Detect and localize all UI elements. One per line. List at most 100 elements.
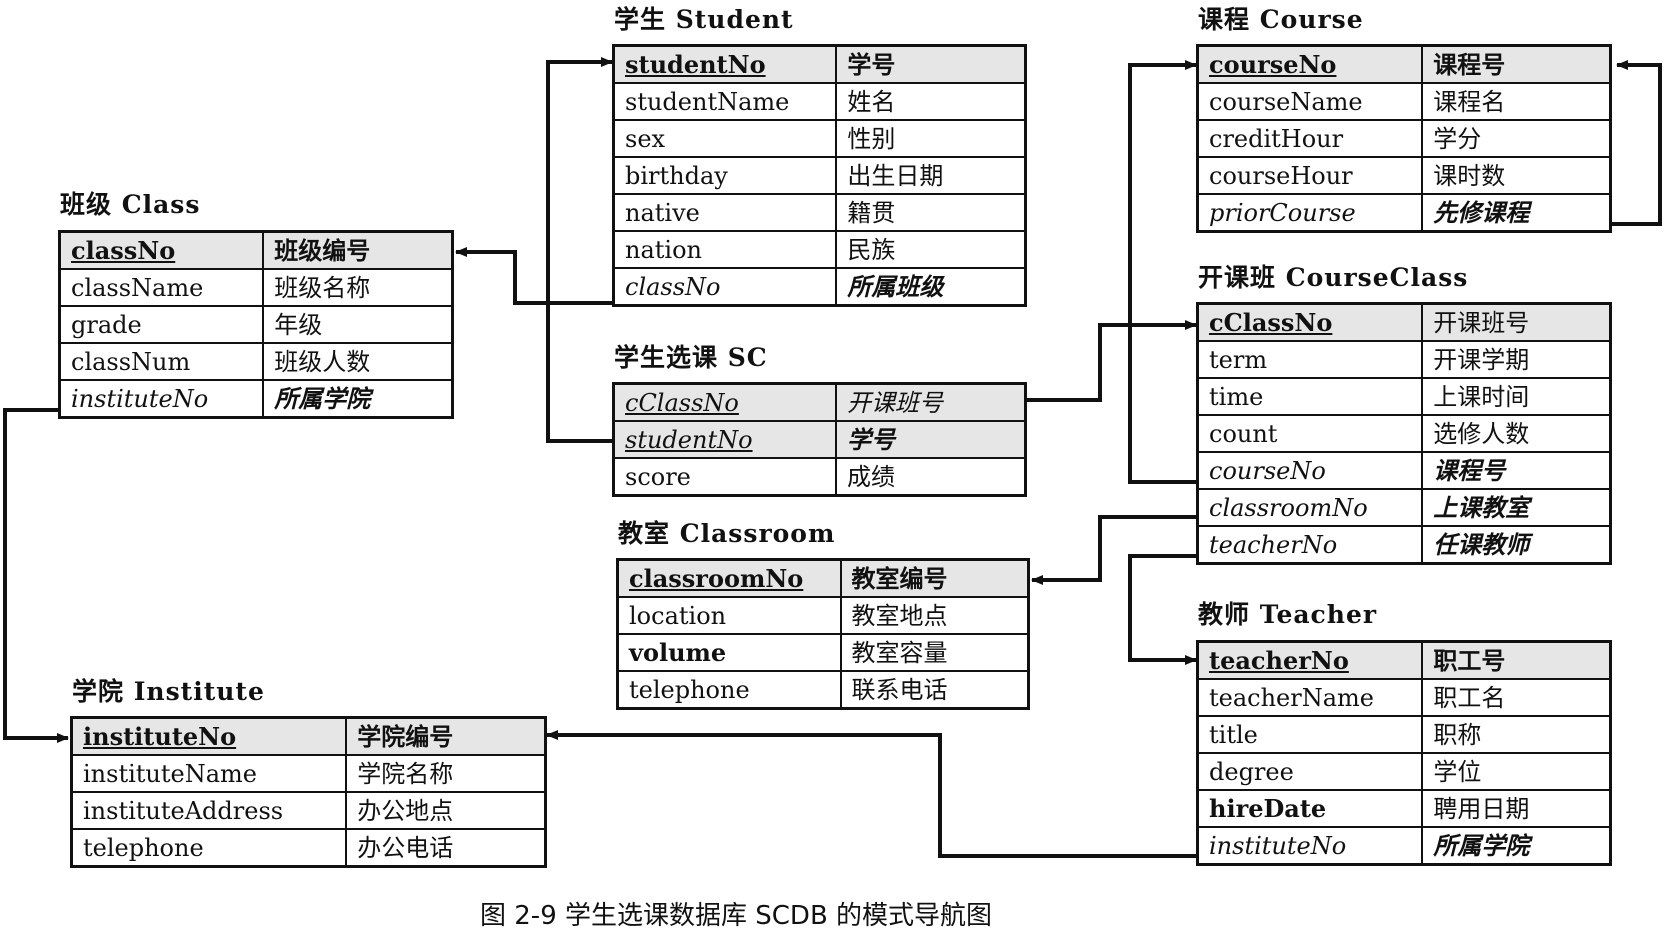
field-label: 性别: [835, 119, 1027, 158]
field-label: 办公地点: [345, 791, 547, 830]
institute-table-title: 学院 Institute: [72, 677, 265, 706]
field-name: studentNo: [612, 420, 837, 459]
field-label: 课程号: [1421, 44, 1612, 84]
field-name: telephone: [616, 670, 842, 710]
arrow-teacher-institute: [546, 730, 1198, 858]
field-name: birthday: [612, 156, 838, 195]
field-label: 聘用日期: [1421, 789, 1612, 828]
field-name: title: [1196, 715, 1424, 754]
field-label: 开课班号: [834, 382, 1027, 422]
field-name: nation: [612, 230, 838, 269]
field-label: 联系电话: [839, 670, 1030, 710]
arrow-class-institute: [3, 408, 69, 743]
sc-table-title: 学生选课 SC: [614, 343, 768, 372]
field-label: 学号: [835, 44, 1027, 84]
field-label: 先修课程: [1421, 193, 1612, 233]
field-name: time: [1196, 377, 1424, 416]
field-name: teacherNo: [1196, 525, 1424, 565]
arrow-courseclass-teacher: [1128, 554, 1198, 665]
field-label: 职称: [1421, 715, 1612, 754]
field-name: classroomNo: [616, 558, 842, 598]
field-name: term: [1196, 340, 1424, 379]
field-name: courseName: [1196, 82, 1424, 121]
field-name: location: [616, 596, 842, 635]
field-name: instituteNo: [1196, 826, 1424, 866]
field-name: score: [612, 457, 837, 497]
class-table-title: 班级 Class: [60, 190, 201, 219]
field-label: 选修人数: [1421, 414, 1612, 453]
figure-caption: 图 2-9 学生选课数据库 SCDB 的模式导航图: [480, 901, 993, 931]
field-label: 课时数: [1421, 156, 1612, 195]
field-name: instituteName: [70, 754, 348, 793]
arrow-courseclass-course: [1128, 60, 1198, 484]
field-label: 学分: [1421, 119, 1612, 158]
field-name: studentNo: [612, 44, 838, 84]
field-name: className: [58, 268, 265, 307]
field-name: teacherName: [1196, 678, 1424, 717]
field-label: 上课教室: [1421, 488, 1612, 527]
field-label: 学号: [834, 420, 1027, 459]
field-name: sex: [612, 119, 838, 158]
field-label: 班级编号: [262, 230, 454, 270]
field-label: 办公电话: [345, 828, 547, 868]
field-label: 成绩: [834, 457, 1027, 497]
field-label: 学位: [1421, 752, 1612, 791]
field-label: 所属班级: [835, 267, 1027, 307]
field-name: studentName: [612, 82, 838, 121]
field-label: 所属学院: [1421, 826, 1612, 866]
field-label: 开课学期: [1421, 340, 1612, 379]
field-label: 所属学院: [262, 379, 454, 419]
field-name: teacherNo: [1196, 640, 1424, 680]
field-label: 民族: [835, 230, 1027, 269]
field-name: hireDate: [1196, 789, 1424, 828]
classroom-table-title: 教室 Classroom: [618, 519, 836, 548]
field-name: priorCourse: [1196, 193, 1424, 233]
arrow-sc-courseclass: [1027, 320, 1197, 402]
field-name: degree: [1196, 752, 1424, 791]
field-label: 课程号: [1421, 451, 1612, 490]
field-name: count: [1196, 414, 1424, 453]
field-name: classNo: [612, 267, 838, 307]
courseclass-table-title: 开课班 CourseClass: [1198, 263, 1469, 292]
field-label: 教室容量: [839, 633, 1030, 672]
field-label: 籍贯: [835, 193, 1027, 232]
field-name: native: [612, 193, 838, 232]
field-name: classNum: [58, 342, 265, 381]
field-name: cClassNo: [1196, 302, 1424, 342]
field-name: volume: [616, 633, 842, 672]
field-name: courseNo: [1196, 451, 1424, 490]
